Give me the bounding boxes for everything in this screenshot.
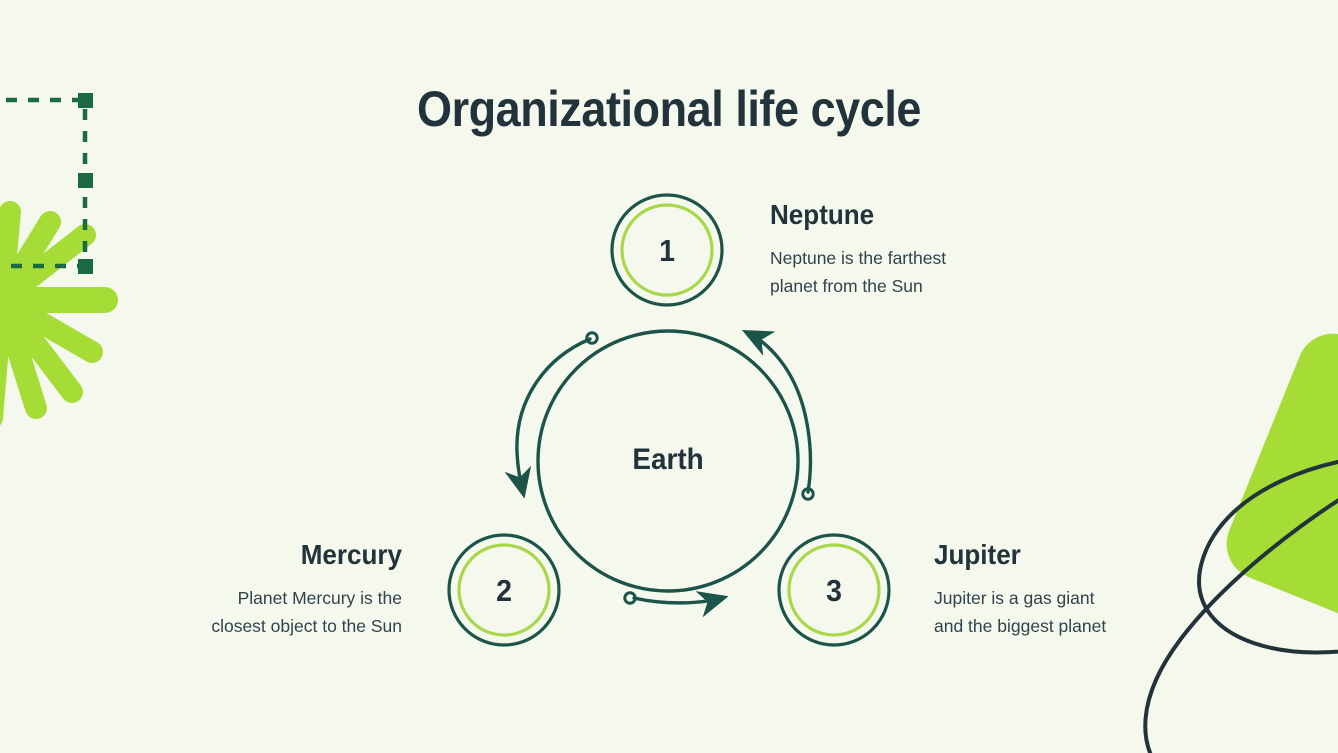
node-number-2: 2 xyxy=(496,573,512,608)
node-circle-2[interactable] xyxy=(447,533,561,647)
center-circle xyxy=(536,329,800,593)
node-number-1: 1 xyxy=(659,233,675,268)
arrow-bottom xyxy=(623,591,729,618)
item-mercury: Mercury Planet Mercury is the closest ob… xyxy=(120,539,402,640)
item-jupiter-title: Jupiter xyxy=(934,539,1021,570)
node-circle-1[interactable] xyxy=(610,193,724,307)
center-label: Earth xyxy=(632,443,704,476)
item-jupiter: Jupiter Jupiter is a gas giant and the b… xyxy=(934,539,1234,640)
item-neptune-title: Neptune xyxy=(770,199,875,230)
arrow-left xyxy=(504,331,599,499)
page-title: Organizational life cycle xyxy=(417,81,921,137)
node-number-3: 3 xyxy=(826,573,842,608)
node-circle-3[interactable] xyxy=(777,533,891,647)
item-neptune-description: Neptune is the farthest planet from the … xyxy=(770,247,947,296)
item-mercury-description: Planet Mercury is the closest object to … xyxy=(211,587,402,636)
item-neptune: Neptune Neptune is the farthest planet f… xyxy=(770,199,1060,300)
item-mercury-title: Mercury xyxy=(300,539,402,570)
item-jupiter-description: Jupiter is a gas giant and the biggest p… xyxy=(934,587,1107,636)
arrow-right xyxy=(741,329,815,501)
